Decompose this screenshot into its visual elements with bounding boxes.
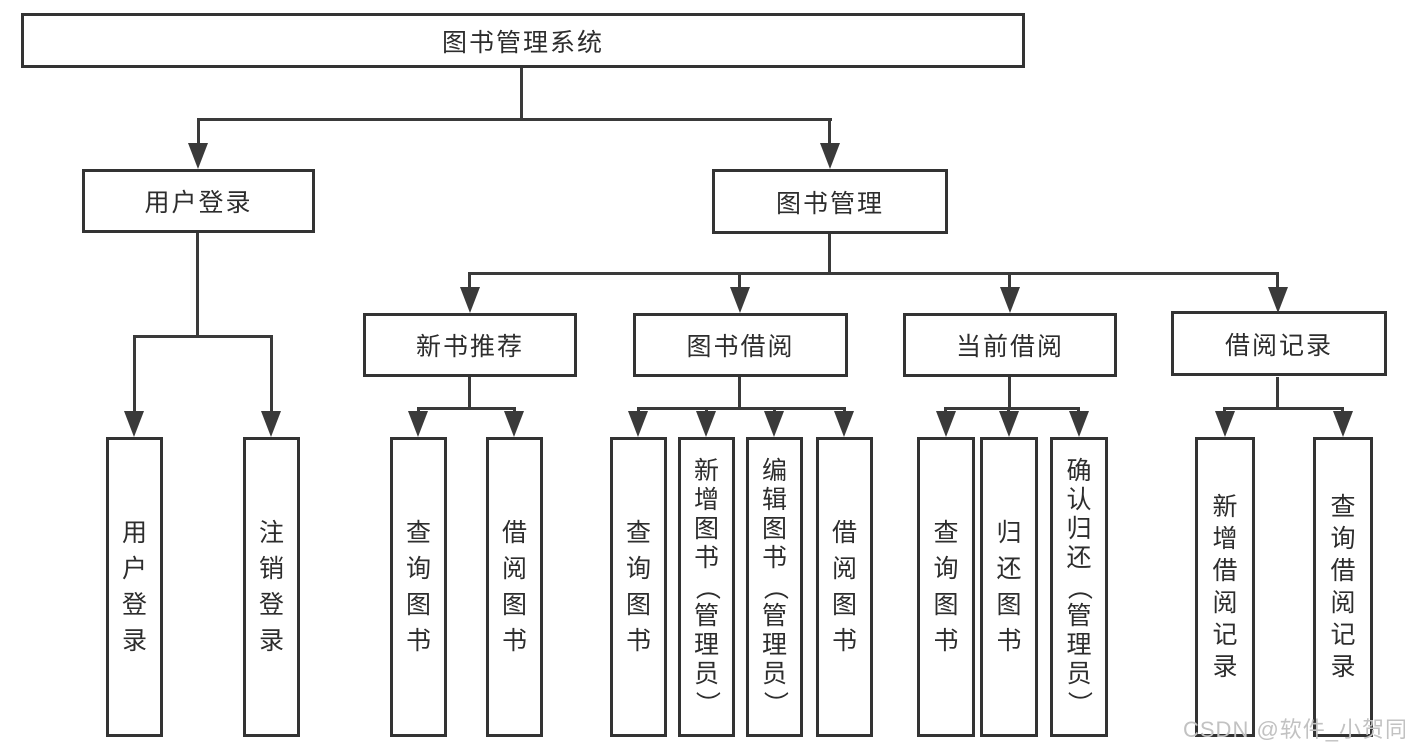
connector-root-stem <box>520 68 523 118</box>
connector-drop-logout <box>270 335 273 415</box>
leaf-rec-query-book-label: 查询图书 <box>405 518 431 655</box>
leaf-cur-confirm-return: 确认归还（管理员） <box>1050 437 1108 737</box>
arrow-rec-borrow <box>504 411 524 437</box>
leaf-log-add-record-label: 新增借阅记录 <box>1212 492 1238 681</box>
connector-level3-splitter <box>468 272 1279 275</box>
connector-drop-borrow-records <box>1276 272 1279 292</box>
leaf-bor-borrow-book: 借阅图书 <box>816 437 873 737</box>
arrow-logout <box>261 411 281 437</box>
arrow-cur-query <box>936 411 956 437</box>
connector-drop-new-book-rec <box>468 272 471 292</box>
node-current-borrowing: 当前借阅 <box>903 313 1117 377</box>
arrow-user-login <box>188 143 208 169</box>
leaf-bor-edit-book: 编辑图书（管理员） <box>746 437 803 737</box>
node-library-system: 图书管理系统 <box>21 13 1025 68</box>
connector-book-borrow-splitter <box>637 407 846 410</box>
node-borrowing-records: 借阅记录 <box>1171 311 1387 376</box>
arrow-log-query <box>1333 411 1353 437</box>
connector-user-login-stem <box>196 233 199 338</box>
leaf-cur-query-book-label: 查询图书 <box>933 518 959 655</box>
leaf-rec-query-book: 查询图书 <box>390 437 447 737</box>
leaf-bor-edit-book-label: 编辑图书（管理员） <box>760 456 789 716</box>
node-current-borrowing-label: 当前借阅 <box>955 333 1064 361</box>
leaf-log-query-record-label: 查询借阅记录 <box>1330 492 1356 681</box>
node-book-borrowing-label: 图书借阅 <box>686 333 795 361</box>
arrow-login <box>124 411 144 437</box>
node-new-book-recommendation-label: 新书推荐 <box>415 333 524 361</box>
leaf-cur-query-book: 查询图书 <box>917 437 975 737</box>
leaf-bor-add-book: 新增图书（管理员） <box>678 437 735 737</box>
arrow-bor-borrow <box>834 411 854 437</box>
arrow-current-borrow <box>1000 287 1020 313</box>
leaf-rec-borrow-book-label: 借阅图书 <box>501 518 527 655</box>
connector-new-book-rec-stem <box>468 377 471 410</box>
connector-borrow-records-splitter <box>1223 407 1344 410</box>
leaf-cur-return-book-label: 归还图书 <box>996 518 1022 655</box>
arrow-new-book-rec <box>460 287 480 313</box>
arrow-log-add <box>1215 411 1235 437</box>
connector-book-borrow-stem <box>738 377 741 410</box>
connector-drop-current-borrow <box>1008 272 1011 292</box>
connector-drop-book-borrow <box>738 272 741 292</box>
node-book-management-label: 图书管理 <box>775 189 884 218</box>
connector-user-login-splitter <box>133 335 273 338</box>
node-book-borrowing: 图书借阅 <box>633 313 848 377</box>
arrow-book-borrow <box>730 287 750 313</box>
leaf-user-login: 用户登录 <box>106 437 163 737</box>
connector-current-borrow-splitter <box>944 407 1080 410</box>
arrow-cur-confirm <box>1069 411 1089 437</box>
leaf-bor-borrow-book-label: 借阅图书 <box>831 518 857 655</box>
leaf-cur-confirm-return-label: 确认归还（管理员） <box>1065 456 1094 716</box>
arrow-bor-add <box>696 411 716 437</box>
connector-drop-login <box>133 335 136 415</box>
arrow-bor-query <box>628 411 648 437</box>
connector-book-mgmt-stem <box>828 234 831 275</box>
node-book-management: 图书管理 <box>712 169 948 234</box>
node-user-login: 用户登录 <box>82 169 315 233</box>
csdn-watermark: CSDN @软件_小贺同学 <box>1183 717 1405 742</box>
leaf-cur-return-book: 归还图书 <box>980 437 1038 737</box>
leaf-rec-borrow-book: 借阅图书 <box>486 437 543 737</box>
leaf-log-query-record: 查询借阅记录 <box>1313 437 1373 737</box>
leaf-log-add-record: 新增借阅记录 <box>1195 437 1255 737</box>
leaf-user-login-label: 用户登录 <box>121 518 147 655</box>
node-library-system-label: 图书管理系统 <box>441 28 604 57</box>
connector-drop-book-mgmt <box>828 118 831 148</box>
leaf-bor-add-book-label: 新增图书（管理员） <box>692 456 721 716</box>
connector-current-borrow-stem <box>1008 377 1011 410</box>
arrow-borrow-records <box>1268 287 1288 313</box>
leaf-logout: 注销登录 <box>243 437 300 737</box>
arrow-rec-query <box>408 411 428 437</box>
connector-new-book-rec-splitter <box>417 407 516 410</box>
arrow-cur-return <box>999 411 1019 437</box>
connector-borrow-records-stem <box>1276 377 1279 410</box>
node-borrowing-records-label: 借阅记录 <box>1224 331 1333 360</box>
leaf-logout-label: 注销登录 <box>258 518 284 655</box>
arrow-bor-edit <box>764 411 784 437</box>
leaf-bor-query-book: 查询图书 <box>610 437 667 737</box>
arrow-book-mgmt <box>820 143 840 169</box>
node-new-book-recommendation: 新书推荐 <box>363 313 577 377</box>
node-user-login-label: 用户登录 <box>144 189 253 217</box>
leaf-bor-query-book-label: 查询图书 <box>625 518 651 655</box>
connector-drop-user-login <box>197 118 200 148</box>
connector-root-splitter <box>197 118 832 121</box>
